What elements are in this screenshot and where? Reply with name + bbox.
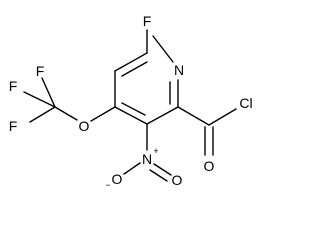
atom-oxygen-carbonyl: O — [204, 158, 215, 174]
bond-n-nitro-o-right — [153, 163, 172, 176]
pyridine-ring — [114, 35, 179, 125]
bond-c2-carbonyl-c — [177, 106, 210, 126]
atom-fluorine-cf3-top: F — [36, 63, 45, 79]
trifluoromethoxy-group: O F F F — [9, 63, 116, 134]
bond-cf3-f-left — [23, 91, 56, 108]
atom-fluorine-cf3-bottom: F — [9, 118, 18, 134]
acyl-chloride-group: Cl O — [177, 95, 253, 174]
bond-cf3-f-bottom — [29, 106, 56, 123]
nitro-group: N + O − O — [105, 123, 183, 190]
chemical-structure-diagram: F N Cl O N + O − O O F F F — [9, 13, 253, 190]
bond-c3-c4 — [114, 106, 148, 125]
atom-fluorine-ring: F — [143, 13, 152, 29]
bond-n-nitro-o-right-second — [149, 169, 168, 182]
bond-c3-c4-inner — [121, 102, 146, 116]
bond-c5-c6-inner — [121, 61, 148, 77]
bond-n-nitro-o-left — [123, 162, 141, 175]
atom-fluorine-cf3-left: F — [9, 78, 18, 94]
bond-c5-c6 — [114, 52, 148, 72]
atom-nitrogen-ring: N — [174, 62, 184, 78]
bond-cf3-f-top — [41, 77, 56, 108]
bond-c4-o-ether — [90, 106, 116, 122]
bond-o-ether-cf3 — [54, 106, 78, 121]
bond-carbonyl-c-cl — [208, 108, 237, 126]
atom-nitrogen-nitro: N — [142, 151, 152, 167]
charge-minus: − — [105, 180, 110, 190]
bond-c2-c3 — [146, 106, 179, 125]
charge-plus: + — [153, 146, 158, 156]
atom-oxygen-nitro-right: O — [172, 172, 183, 188]
atom-oxygen-ether: O — [79, 118, 90, 134]
atom-oxygen-nitro-left: O — [112, 171, 123, 187]
atom-chlorine: Cl — [239, 95, 252, 111]
bond-c6-n1 — [152, 35, 174, 63]
